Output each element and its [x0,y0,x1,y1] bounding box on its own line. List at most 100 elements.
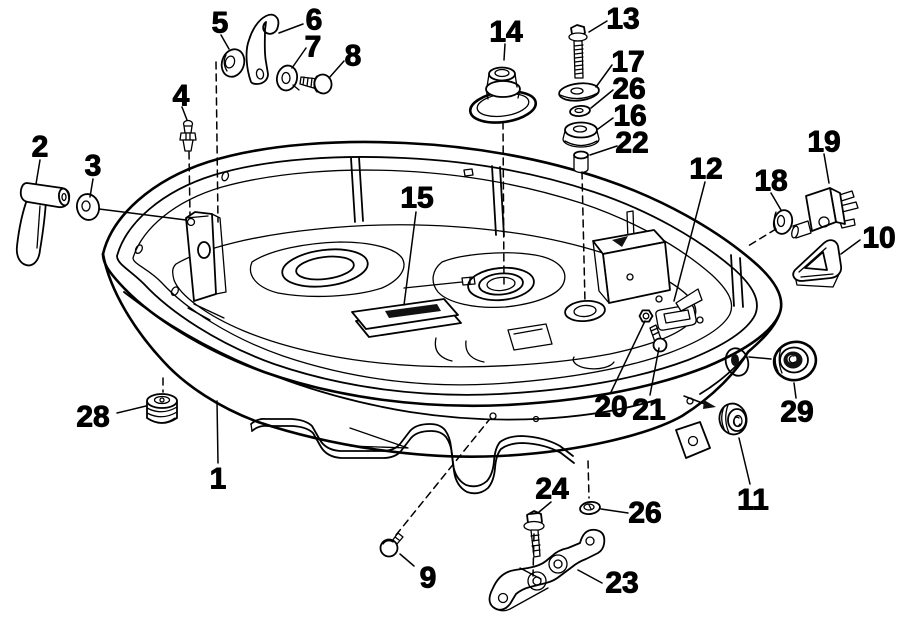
front-wall-ribs [434,337,615,370]
strap-boss-1 [527,571,547,591]
callout-14: 14 [489,16,523,49]
handle-arm [15,196,47,267]
callout-5: 5 [212,7,229,40]
part-10-clip [792,239,843,288]
tab-hole [687,435,699,447]
mount-ribs [146,406,178,424]
part-15-plate [351,298,462,338]
bolt13-shank [573,40,584,79]
part-20-nut [638,309,654,323]
strap-bend-line [519,567,542,580]
skirt-hole-9 [489,412,497,420]
bracket-notch [612,236,628,247]
floor-hole-a [655,295,663,303]
boot-top-hole [494,68,510,78]
grommet11-ribs [721,404,730,434]
part-4-fitting [179,119,197,152]
handle-arm-line [36,205,41,249]
bottom-right-tab [675,421,711,459]
clip-ribs [798,247,834,278]
grommet18-inner [776,214,786,228]
grommet29-c-mark [788,355,796,364]
post-floor-hatch [187,303,225,321]
washer7-gap [292,84,300,91]
callout-10: 10 [862,222,895,255]
hook-hole [255,68,265,80]
washer3-outer [76,193,100,221]
fitting-hex [179,132,197,141]
part-17-washer [558,82,600,102]
strap-body [488,528,606,611]
skirt-hole-small [532,415,540,423]
grommet11-face [727,408,747,432]
center-hole-mid [478,272,524,296]
part-3-washer [76,193,100,221]
dashed-leader-lines [162,61,777,577]
rim-inner-line-2 [132,169,733,386]
post-pivot-hole [197,241,211,259]
part-19-connector [791,187,859,239]
bushing-flange-side [562,130,600,148]
washer5-shade [223,54,228,72]
center-platform-outline [432,252,566,309]
callout-11: 11 [737,484,769,517]
part-2-handle [15,182,71,267]
callout-3: 3 [85,150,102,183]
post-side [185,213,227,295]
washer3-inner [81,200,91,212]
callout-28: 28 [76,401,109,434]
hook-body [245,13,280,85]
handle-knob-end [58,187,70,207]
washer26b-mark [588,504,592,510]
rim-holes [134,168,474,296]
callout-4: 4 [173,80,190,113]
part-22-sleeve [573,150,589,174]
callout-29: 29 [780,396,813,429]
bracket-screw-dot [626,273,634,281]
callout-21: 21 [632,394,665,427]
right-hole-inner [573,304,597,318]
callout-17: 17 [611,46,644,79]
grommet-boss-hole [731,354,739,366]
boot-top-sides [486,73,518,88]
floor-boundary [172,224,697,368]
strap-boss-2 [548,554,568,574]
bushing-top [564,121,598,139]
washer17-inner [570,87,584,95]
sleeve-body [573,154,589,174]
center-hole-inner [486,276,516,292]
callout-8: 8 [345,40,362,73]
callout-13: 13 [606,3,639,36]
steering-post [185,211,227,321]
oblong-hole-inner [295,255,355,281]
mount-top [146,393,178,409]
connector-body [805,187,837,232]
washer5-inner [224,55,236,69]
left-platform [249,241,405,298]
strap-hole-right [585,536,595,546]
rim-front-edge [101,252,781,408]
callout-22: 22 [615,127,648,160]
clip-outer [792,239,843,282]
callout-19: 19 [807,126,840,159]
part-26-washer-top [569,105,591,117]
part-11-grommet [718,402,748,436]
part-12-bracket [592,210,671,304]
callout-20: 20 [594,391,627,424]
part-26-washer-bottom [579,500,601,516]
clip-inner [804,251,828,271]
cable [403,276,476,289]
mount-center-hole [159,397,165,403]
fitting-stem [182,139,194,152]
grommet-boss [724,347,750,377]
part-16-bushing [562,121,600,148]
part-6-hook [245,13,280,85]
callout-6: 6 [306,4,323,37]
catch-slot-outer [655,304,697,331]
part-14-boot [468,66,538,124]
part-5-washer [220,48,246,78]
bushing-hole [572,125,588,133]
leader-lines [35,20,861,584]
